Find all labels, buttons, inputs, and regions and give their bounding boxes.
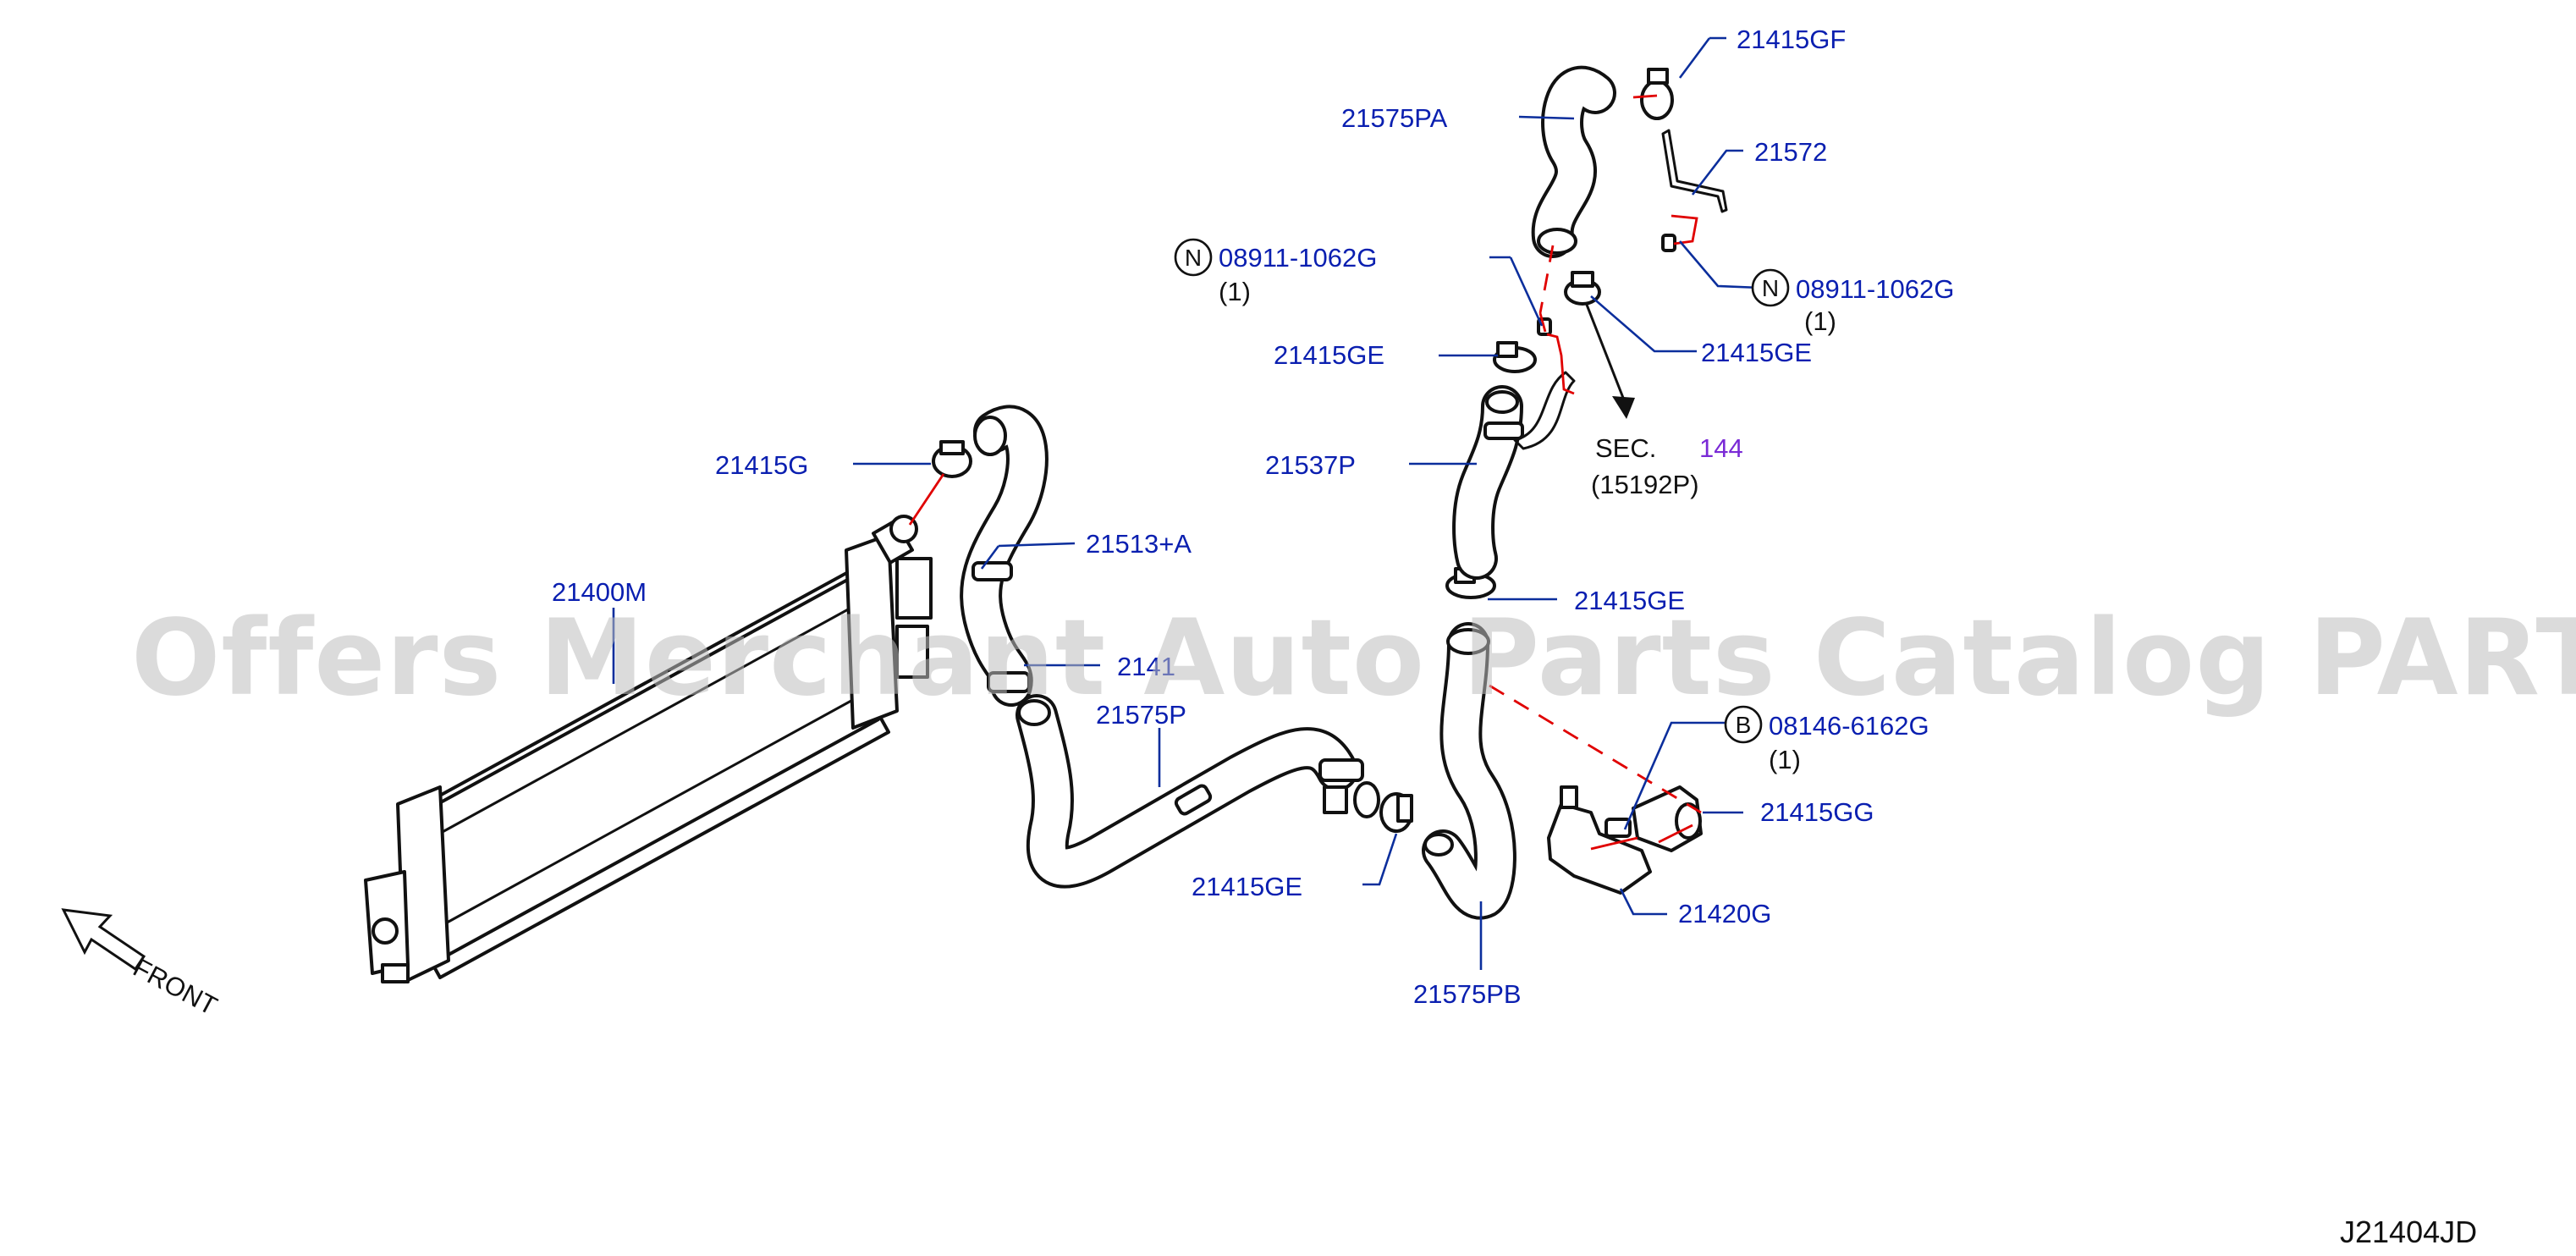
hose-21513a[interactable] [960,405,1049,707]
label-21415ge-upper-right: 21415GE [1701,338,1812,367]
qty-08146: (1) [1769,745,1801,774]
label-21415gf: 21415GF [1737,25,1846,54]
front-label: FRONT [129,952,223,1021]
symbol-b [1724,705,1763,744]
leader-lines [612,36,1761,970]
diagram-id: J21404JD [2340,1215,2477,1249]
red-guide-lines [908,94,1702,851]
symbol-n-left-letter: N [1185,245,1202,271]
front-arrow-icon [61,908,146,972]
clamp-21415gf[interactable] [1640,68,1674,120]
label-21400m: 21400M [552,577,647,607]
clamp-21415ge-upper-left[interactable] [1493,341,1537,373]
qty-08911-right: (1) [1804,306,1836,336]
symbol-n-left [1174,238,1213,277]
label-21513a: 21513+A [1086,529,1192,559]
clamp-21415gg[interactable] [1632,785,1703,852]
clamp-21415ge-lower[interactable] [1379,792,1413,833]
label-21415gg: 21415GG [1760,797,1874,827]
label-21415g: 21415G [715,450,808,480]
label-21572: 21572 [1754,137,1827,167]
label-21415ge-upper-left: 21415GE [1274,340,1384,370]
clamp-21415g[interactable] [932,440,972,478]
symbol-n-right-letter: N [1762,275,1779,301]
label-08146: 08146-6162G [1769,711,1929,741]
clamp-21415ge-upper-right[interactable] [1564,271,1601,306]
label-21420g: 21420G [1678,899,1771,928]
label-21415ge-lower: 21415GE [1192,872,1302,901]
watermark: Offers Merchant Auto Parts Catalog PARTS… [131,598,2576,719]
label-21575pa: 21575PA [1341,103,1448,133]
label-sec-sub: (15192P) [1591,470,1699,499]
label-21415ge-middle: 21415GE [1574,586,1685,615]
symbol-b-letter: B [1736,712,1752,738]
qty-08911-left: (1) [1219,277,1251,306]
label-21537p: 21537P [1265,450,1356,480]
hose-21575pb[interactable] [1422,622,1516,920]
hose-21575p[interactable] [1016,694,1380,889]
symbol-n-right [1751,268,1790,307]
hose-21537p[interactable] [1452,371,1576,580]
label-21575p: 21575P [1096,700,1186,730]
label-08911-left: 08911-1062G [1219,243,1377,273]
label-08911-right: 08911-1062G [1796,274,1954,304]
radiator-21400m[interactable] [364,515,933,983]
label-sec-prefix: SEC. [1595,433,1656,463]
label-2141x: 2141 [1117,652,1175,681]
hose-21575pa[interactable] [1531,65,1616,258]
bracket-21420g[interactable] [1547,785,1652,895]
label-21575pb: 21575PB [1413,979,1522,1009]
label-sec-number: 144 [1699,433,1743,463]
arrow-to-sec-144-icon [1585,304,1635,419]
